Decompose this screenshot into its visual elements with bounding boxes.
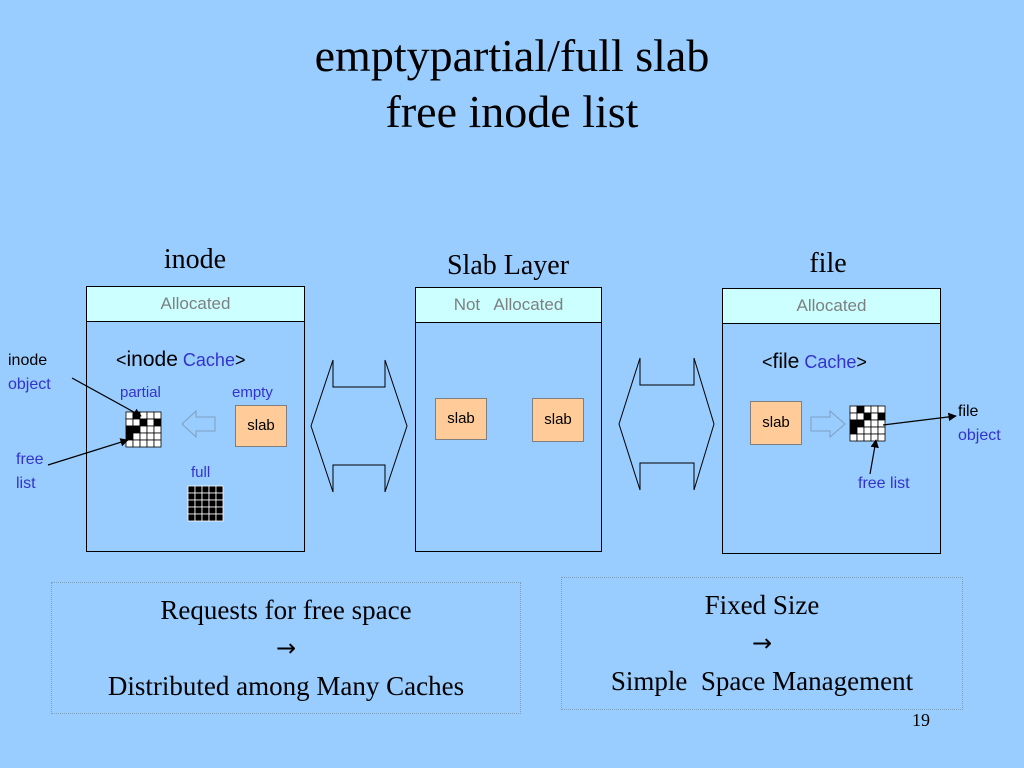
inode-free-list-label-2: list <box>16 475 36 492</box>
file-panel-header: Allocated <box>723 289 940 324</box>
inode-heading: inode <box>163 244 227 275</box>
file-free-list-label: free list <box>858 475 910 492</box>
slab-layer-slab-2: slab <box>532 398 584 442</box>
partial-label: partial <box>120 384 161 401</box>
file-object-label-2: object <box>958 427 1001 444</box>
file-cache-title: <file Cache> <box>762 350 867 373</box>
page-number: 19 <box>912 710 930 730</box>
slide-title: emptypartial/full slab free inode list <box>0 28 1024 140</box>
full-label: full <box>191 464 211 481</box>
inode-cache-panel: Allocated <box>86 286 305 552</box>
file-slab: slab <box>750 401 802 445</box>
inode-object-label-2: object <box>8 376 51 393</box>
inode-free-list-label-1: free <box>16 451 44 468</box>
title-line-2: free inode list <box>385 86 639 137</box>
file-heading: file <box>809 248 847 279</box>
inode-cache-title: <inode Cache> <box>116 348 246 371</box>
inode-panel-header: Allocated <box>87 287 304 322</box>
empty-label: empty <box>232 384 273 401</box>
slab-layer-header: Not Allocated <box>416 288 601 323</box>
right-note: Fixed Size → Simple Space Management <box>561 577 963 710</box>
slab-layer-slab-1: slab <box>435 398 487 440</box>
inode-object-label-1: inode <box>8 352 48 369</box>
slab-layer-panel: Not Allocated <box>415 287 602 552</box>
title-line-1: emptypartial/full slab <box>314 30 710 81</box>
left-slab-unit-label: slab unit <box>338 400 378 451</box>
left-note: Requests for free space → Distributed am… <box>51 582 521 714</box>
slab-layer-heading: Slab Layer <box>446 250 570 281</box>
right-slab-unit-label: slab unit <box>646 398 686 449</box>
inode-empty-slab: slab <box>235 405 287 447</box>
file-object-label-1: file <box>958 403 979 420</box>
